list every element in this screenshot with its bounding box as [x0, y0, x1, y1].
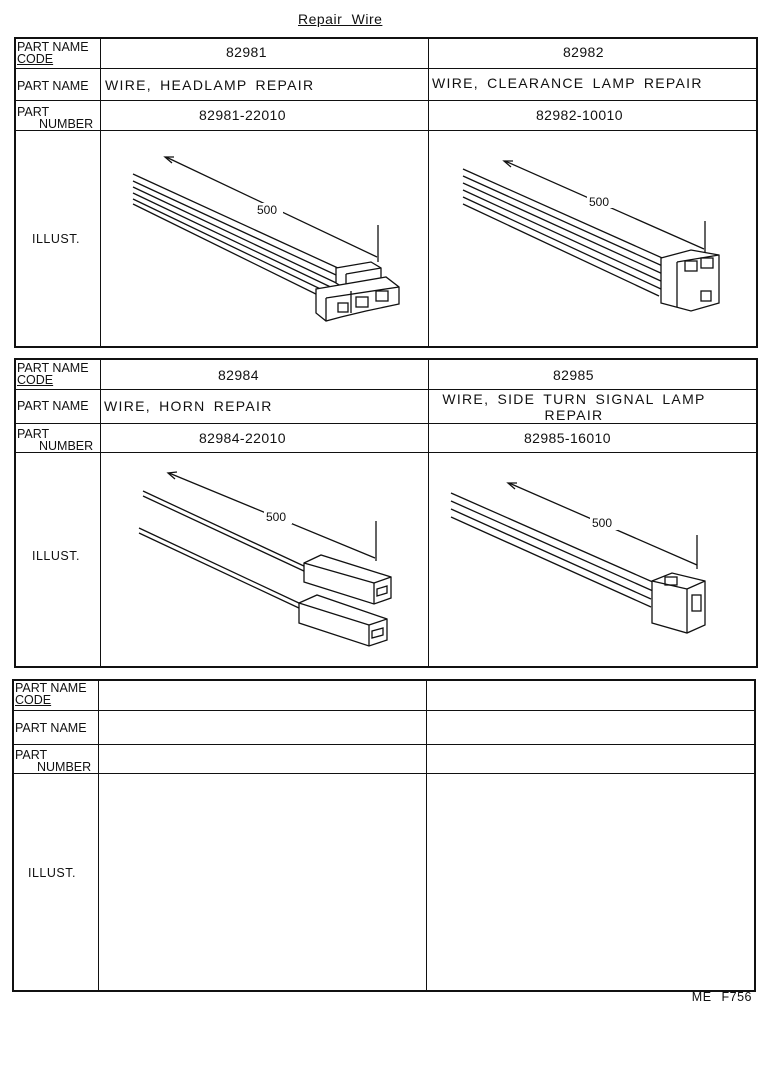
part-number: 82982-10010 — [536, 107, 623, 123]
part-code: 82985 — [553, 367, 594, 383]
label-part-name-code: PART NAME CODE — [17, 40, 89, 66]
label-illust: ILLUST. — [32, 549, 80, 563]
part-code: 82981 — [226, 44, 267, 60]
page-title: Repair Wire — [298, 11, 383, 27]
part-number: 82981-22010 — [199, 107, 286, 123]
dimension-label: 500 — [266, 510, 286, 524]
clearance-lamp-wire-illustration: 500 — [462, 160, 720, 312]
headlamp-wire-illustration: 500 — [132, 156, 400, 322]
part-number: 82984-22010 — [199, 430, 286, 446]
label-part-name: PART NAME — [15, 721, 87, 735]
part-name: WIRE, HEADLAMP REPAIR — [105, 77, 315, 93]
label-part-number: PART NUMBER — [17, 427, 94, 453]
label-part-number: PART NUMBER — [17, 105, 94, 131]
label-part-name-code: PART NAME CODE — [15, 681, 87, 707]
part-code: 82982 — [563, 44, 604, 60]
part-name: WIRE, CLEARANCE LAMP REPAIR — [432, 75, 703, 91]
label-part-number: PART NUMBER — [15, 748, 92, 774]
label-illust: ILLUST. — [28, 866, 76, 880]
label-part-name: PART NAME — [17, 399, 89, 413]
label-part-name-code: PART NAME CODE — [17, 361, 89, 387]
dimension-label: 500 — [257, 203, 277, 217]
side-turn-signal-wire-illustration: 500 — [450, 482, 706, 634]
part-number: 82985-16010 — [524, 430, 611, 446]
dimension-label: 500 — [592, 516, 612, 530]
horn-wire-illustration: 500 — [138, 471, 392, 647]
part-code: 82984 — [218, 367, 259, 383]
label-part-name: PART NAME — [17, 79, 89, 93]
part-name: WIRE, SIDE TURN SIGNAL LAMP REPAIR — [442, 391, 706, 423]
label-illust: ILLUST. — [32, 232, 80, 246]
document-code: ME F756 — [691, 990, 752, 1004]
dimension-label: 500 — [589, 195, 609, 209]
part-name: WIRE, HORN REPAIR — [104, 398, 273, 414]
